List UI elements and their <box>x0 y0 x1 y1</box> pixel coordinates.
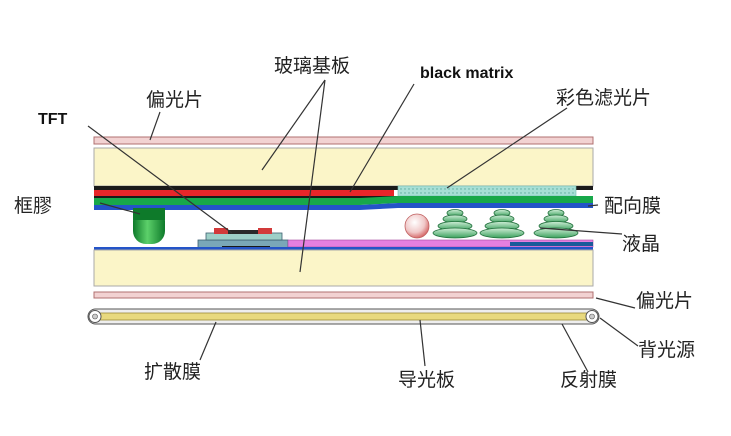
label-alignment-film: 配向膜 <box>604 195 661 217</box>
color-filter-layer <box>94 196 593 205</box>
spacer-ball <box>404 213 430 239</box>
label-color-filter: 彩色滤光片 <box>556 87 651 109</box>
color-filter-cyan <box>397 185 577 197</box>
label-polarizer-bottom: 偏光片 <box>636 290 693 312</box>
bottom-polarizer <box>93 291 594 299</box>
leader-lines <box>87 79 639 373</box>
light-guide-plate <box>97 312 590 321</box>
label-light-guide-plate: 导光板 <box>398 369 455 391</box>
top-polarizer <box>93 136 594 145</box>
label-sealant: 框膠 <box>14 195 52 217</box>
black-matrix-layer <box>94 186 593 198</box>
label-tft: TFT <box>38 111 68 128</box>
label-reflector-film: 反射膜 <box>560 369 617 391</box>
label-black-matrix: black matrix <box>420 65 513 82</box>
label-backlight: 背光源 <box>638 339 695 361</box>
label-glass-substrate: 玻璃基板 <box>274 55 350 77</box>
label-liquid-crystal: 液晶 <box>622 233 660 255</box>
label-diffuser-film: 扩散膜 <box>144 361 201 383</box>
liquid-crystal-molecules <box>432 209 579 239</box>
top-glass-substrate <box>93 147 594 187</box>
tft-device <box>197 228 289 250</box>
label-polarizer-top: 偏光片 <box>146 89 203 111</box>
alignment-film-bottom <box>94 247 593 250</box>
bottom-glass-substrate <box>93 249 594 287</box>
alignment-film-top <box>94 203 593 210</box>
